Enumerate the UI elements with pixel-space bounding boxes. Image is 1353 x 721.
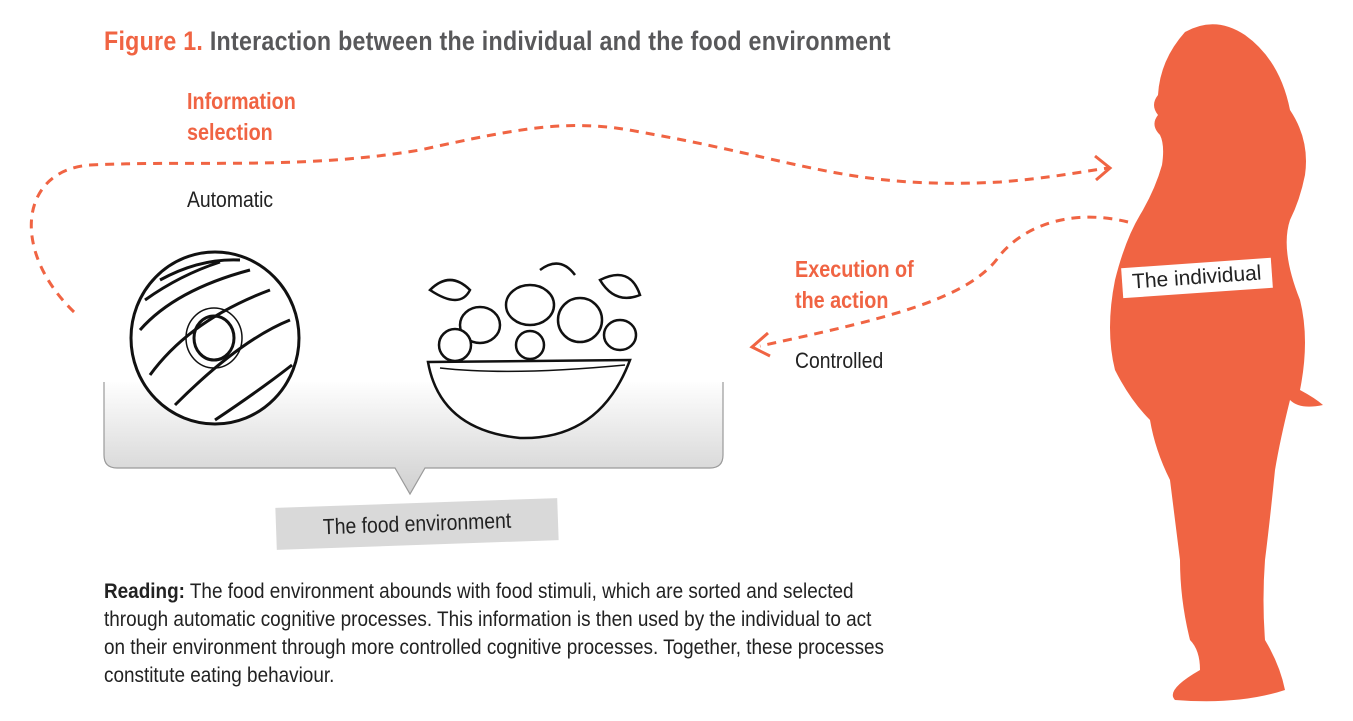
execution-action-label: Execution of the action (795, 254, 914, 316)
food-environment-label: The food environment (322, 507, 512, 540)
execution-action-arrow (759, 215, 1129, 348)
donut-illustration (129, 250, 301, 426)
automatic-label: Automatic (187, 187, 274, 212)
figure-number: Figure 1. (104, 26, 204, 56)
reading-caption: Reading: The food environment abounds wi… (104, 577, 896, 689)
controlled-label: Controlled (795, 348, 884, 373)
figure-title: Figure 1. Interaction between the indivi… (104, 26, 891, 57)
information-selection-line-2: selection (187, 119, 273, 145)
information-selection-line-1: Information (187, 88, 296, 114)
reading-label: Reading: (104, 579, 185, 603)
reading-text: The food environment abounds with food s… (104, 579, 885, 687)
execution-line-2: the action (795, 287, 889, 313)
individual-label: The individual (1131, 261, 1263, 294)
arrowhead-left-icon (749, 331, 771, 358)
information-selection-label: Information selection (187, 86, 296, 148)
figure-title-text: Interaction between the individual and t… (209, 26, 891, 56)
salad-bowl-illustration (426, 262, 642, 440)
execution-line-1: Execution of (795, 256, 914, 282)
arrowhead-right-icon (1094, 154, 1113, 182)
individual-silhouette (1110, 24, 1323, 702)
